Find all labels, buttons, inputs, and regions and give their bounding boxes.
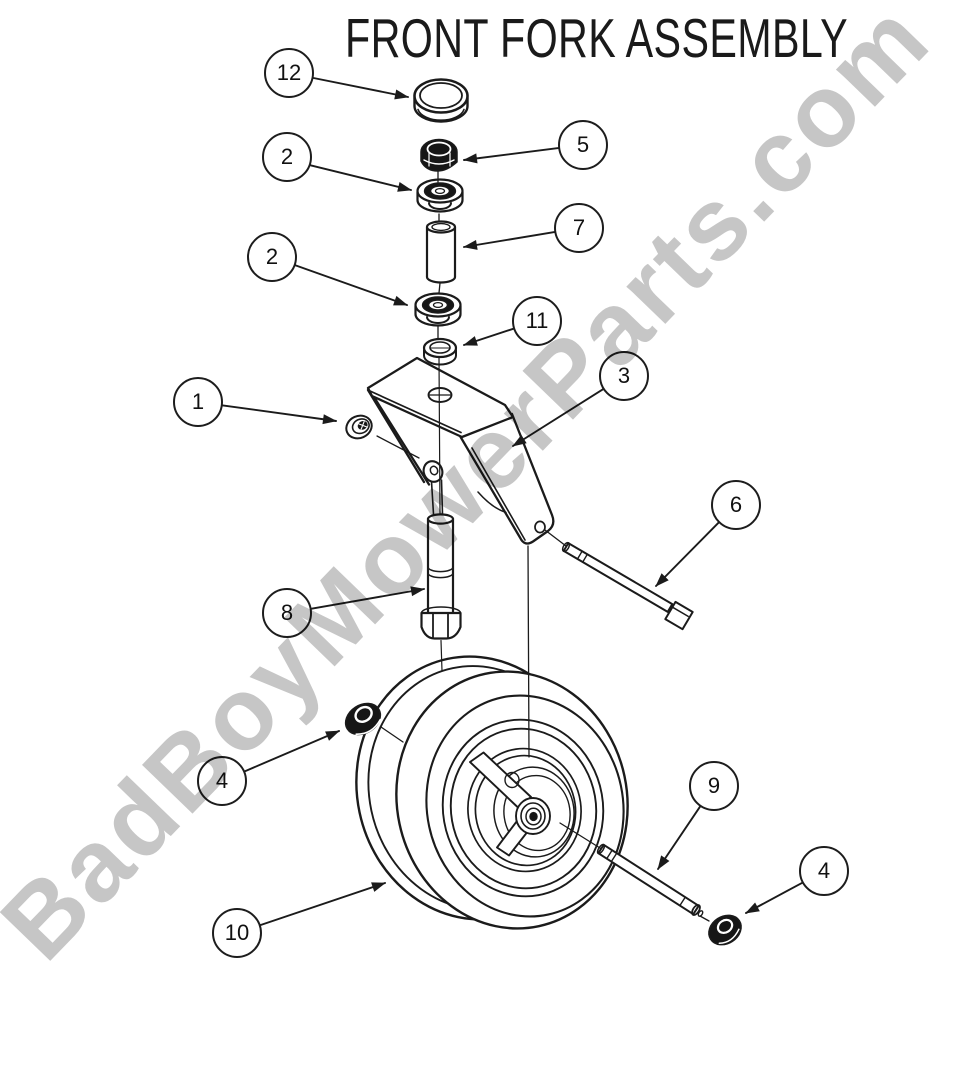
callout-7: 7: [554, 203, 604, 253]
mount-bolt: [345, 414, 373, 440]
leader-11: [463, 327, 515, 346]
leader-9: [657, 805, 701, 870]
wheel-hub: [515, 797, 551, 835]
fork-weldment: [366, 356, 555, 545]
lock-nut-right: [708, 914, 742, 946]
bearing-spacer-tube: [425, 220, 457, 284]
callout-1: 1: [173, 377, 223, 427]
leader-4-right: [745, 881, 803, 914]
leader-3: [512, 388, 604, 447]
callout-leader-lines: [221, 77, 803, 926]
leader-5: [463, 147, 560, 164]
leader-8: [310, 586, 425, 610]
bearing-upper: [416, 178, 464, 213]
callout-8: 8: [262, 588, 312, 638]
page-title: FRONT FORK ASSEMBLY: [345, 7, 848, 69]
callout-3: 3: [599, 351, 649, 401]
tire-and-wheel: [355, 655, 629, 930]
fork-axle-hole: [534, 520, 546, 534]
callout-11: 11: [512, 296, 562, 346]
axle-spacer: [596, 843, 704, 917]
wheel-spoke-upper: [469, 751, 532, 809]
callout-6: 6: [711, 480, 761, 530]
stem-washer: [422, 337, 458, 366]
leader-7: [463, 231, 556, 250]
callout-4-left: 4: [197, 756, 247, 806]
exploded-parts-diagram: FRONT FORK ASSEMBLY 12 2 5 7 2 11 1 3 6 …: [0, 0, 952, 981]
leader-6: [655, 521, 720, 587]
leader-12: [312, 77, 409, 100]
lock-nut-left: [344, 702, 382, 736]
stem-bolt: [420, 513, 462, 640]
callout-12: 12: [264, 48, 314, 98]
bearing-lower: [414, 292, 462, 327]
callout-5: 5: [558, 120, 608, 170]
fork-right-arm: [458, 412, 555, 545]
callout-2-lower: 2: [247, 232, 297, 282]
leader-4-left: [244, 730, 340, 773]
dust-cap: [413, 78, 469, 123]
callout-2-upper: 2: [262, 132, 312, 182]
callout-10: 10: [212, 908, 262, 958]
callout-9: 9: [689, 761, 739, 811]
leader-2-lower: [294, 264, 408, 306]
callout-4-right: 4: [799, 846, 849, 896]
stem-bolt-hex-head: [420, 611, 462, 640]
leader-1: [221, 404, 337, 425]
assembly-axis-lines: [376, 170, 710, 922]
axle-bolt: [561, 541, 694, 631]
stem-nut: [420, 138, 458, 172]
parts-diagram-art: [221, 77, 803, 946]
leader-2-upper: [310, 164, 412, 192]
leader-10: [259, 882, 386, 926]
